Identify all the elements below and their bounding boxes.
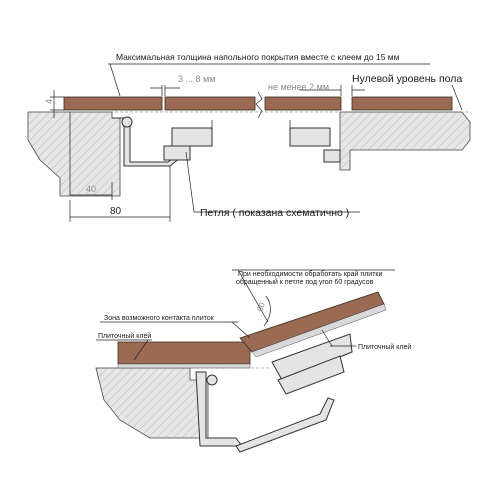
min-gap-dim-lines [300, 85, 365, 96]
break-line [255, 91, 263, 119]
glue-right-leader [321, 329, 356, 347]
support-box-right [289, 127, 331, 147]
max-thickness-note: Максимальная толщина напольного покрытия… [116, 52, 400, 62]
support-box-right-small [323, 149, 341, 163]
glue-layer-right [251, 303, 387, 358]
dim-40-label: 40 [86, 184, 96, 194]
hinge-pivot-bottom [206, 374, 218, 386]
support-box-bottom [163, 145, 191, 161]
glue-left-leader [96, 339, 152, 361]
angle-value: 60 [255, 301, 267, 313]
tile-glue-right-label: Плиточный клей [358, 343, 411, 351]
bottom-section-drawing: При необходимости обработать край плитки… [95, 269, 411, 453]
angle-arc [263, 295, 271, 327]
thickness-leader [108, 63, 430, 97]
gap-dim-lines [150, 85, 180, 96]
hinge-profile-bottom [195, 371, 243, 447]
support-box-top [171, 127, 213, 147]
gap-label: 3 ... 8 мм [178, 74, 215, 84]
dim-4-lines [50, 90, 64, 118]
zero-level-label: Нулевой уровень пола [352, 73, 462, 85]
hinge-pivot [121, 116, 133, 128]
tile-left [63, 96, 163, 111]
hinge-leader [185, 151, 360, 213]
tile-mid [164, 96, 256, 111]
angle-note-leader [232, 269, 395, 323]
tile-right [351, 96, 453, 111]
min-gap-label: не менее 2 мм [268, 82, 329, 92]
tile-glue-left-label: Плиточный клей [98, 332, 151, 340]
contact-zone-leader [100, 321, 251, 339]
angle-note-line1: При необходимости обработать край плитки [238, 270, 382, 278]
contact-zone-label: Зона возможного контакта плиток [104, 315, 215, 322]
raised-tile [239, 291, 385, 353]
angle-note-line2: обращенный к петле под угол 60 градусов [236, 278, 374, 286]
glue-layer-left [117, 363, 251, 369]
tile-mid-right [264, 96, 342, 111]
dim-40-lines [69, 112, 113, 200]
dim-4-label: 4 [44, 99, 54, 104]
top-section-drawing: Максимальная толщина напольного покрытия… [27, 52, 471, 222]
support-box-bottom-low [277, 355, 345, 395]
flat-tile [117, 341, 251, 365]
dim-80-lines [69, 166, 171, 222]
dim-80-label: 80 [110, 206, 122, 217]
hinge-label: Петля ( показана схематично ) [200, 207, 349, 219]
hinge-arm [235, 397, 335, 453]
